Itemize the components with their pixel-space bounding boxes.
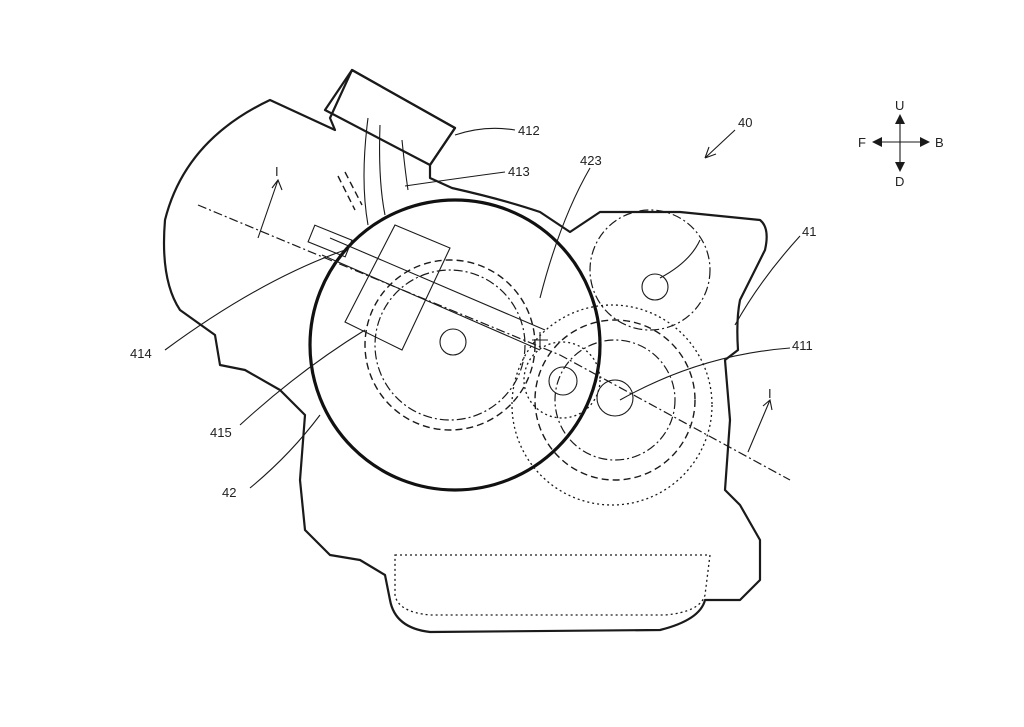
pipe-lines — [363, 117, 409, 226]
large-circle — [308, 198, 602, 492]
lower-gear-inner — [596, 379, 634, 417]
label-414: 414 — [130, 346, 152, 361]
leader-41 — [734, 235, 801, 326]
leader-415 — [239, 329, 366, 426]
compass-up: U — [895, 98, 904, 113]
compass-back: B — [935, 135, 944, 150]
pivot-cross — [532, 332, 548, 348]
lower-gear-dash — [534, 319, 696, 481]
label-42: 42 — [222, 485, 236, 500]
pivot-hole — [548, 366, 578, 396]
top-component-box — [323, 68, 457, 167]
section-arrow-right — [747, 398, 773, 453]
upper-gear-hole — [641, 273, 669, 301]
label-411: 411 — [792, 338, 813, 353]
label-section-top: I — [275, 164, 279, 179]
leader-413 — [404, 171, 506, 187]
upper-gear-circle — [589, 209, 711, 331]
leader-40 — [704, 129, 736, 159]
compass-down: D — [895, 174, 904, 189]
rotated-block — [344, 224, 451, 351]
label-423: 423 — [580, 153, 602, 168]
inner-dashdot-circle — [374, 269, 526, 421]
section-arrow-top — [257, 178, 283, 239]
compass-front: F — [858, 135, 866, 150]
lower-gear-outer — [511, 304, 713, 506]
label-section-right: I — [768, 386, 772, 401]
section-line — [197, 204, 791, 481]
leader-412 — [454, 127, 516, 136]
label-40: 40 — [738, 115, 752, 130]
leader-42 — [249, 414, 321, 489]
label-413: 413 — [508, 164, 530, 179]
inner-dashed-circle — [364, 259, 536, 431]
lower-gear-dashdot — [554, 339, 676, 461]
center-hole — [439, 328, 467, 356]
leader-411 — [619, 347, 791, 401]
connecting-rod — [321, 237, 546, 351]
leader-414 — [164, 249, 346, 351]
upper-gear-arrow — [659, 239, 701, 279]
leader-423 — [539, 167, 591, 299]
compass-icon — [872, 114, 930, 172]
pivot-gear — [523, 341, 601, 419]
rod-end-block — [307, 224, 353, 258]
engine-housing-outline — [162, 68, 768, 634]
label-415: 415 — [210, 425, 232, 440]
label-41: 41 — [802, 224, 816, 239]
pipe-small-dashed — [337, 171, 363, 211]
label-412: 412 — [518, 123, 540, 138]
lower-tank — [394, 554, 711, 616]
